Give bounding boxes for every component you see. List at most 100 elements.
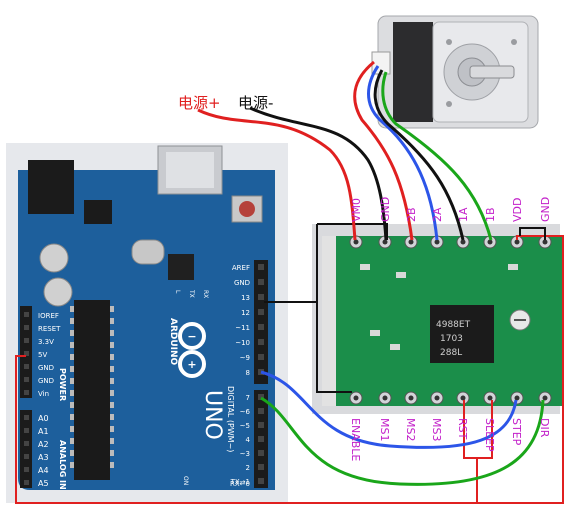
driver-top-pin-label: 2B [405,207,418,222]
arduino-uno-board: − + ARDUINO UNO DIGITAL (PWM~) POWER ANA… [6,143,288,503]
analog-pin-label: A3 [38,453,49,462]
driver-bottom-pin-label: MS1 [378,418,391,441]
wire-vdd-5v-loop [15,235,564,504]
driver-bottom-pin-label: RST [456,418,469,440]
driver-bottom-pin-label: STEP [510,418,523,446]
driver-bottom-pin-hole [434,395,440,401]
power-pin-label: 5V [38,351,47,359]
driver-top-pin-label: 2A [431,207,444,222]
digital-pin-label: TX→1 [230,478,250,486]
svg-text:+: + [187,358,196,371]
analog-pin-label: A5 [38,479,49,488]
digital-pin-label: ~5 [240,422,250,430]
driver-top-pin-hole [408,239,414,245]
digital-header-upper [254,260,268,384]
reset-button-icon [239,201,255,217]
led-label: L [174,290,181,294]
a4988-chip [430,305,494,363]
driver-top-pin-hole [353,239,359,245]
wire-motor-2a [367,65,439,241]
digital-pin-label: ~3 [240,450,250,458]
digital-pin-label: 4 [246,436,251,444]
driver-bottom-pin-hole [514,395,520,401]
analog-pin-label: A1 [38,427,49,436]
arduino-logo-text: ARDUINO [168,318,178,366]
driver-top-pin-hole [542,239,548,245]
analog-section-title: ANALOG IN [58,440,67,490]
wire-motor-1b [381,71,493,241]
power-pin-label: 3.3V [38,338,54,346]
wire-motor-1a [373,69,465,241]
analog-pin-label: A0 [38,414,49,423]
digital-pin-label: RX←0 [230,480,250,488]
digital-pin-label: ~9 [240,354,250,362]
driver-bottom-pin-label: SLEEP [483,418,496,452]
driver-bottom-pin-label: DIR [538,418,551,438]
led-label: TX [188,289,195,298]
driver-top-pin-hole [460,239,466,245]
driver-pin-headers [349,235,552,405]
digital-pin-label: 8 [246,369,250,377]
driver-top-pin-hole [434,239,440,245]
digital-pin-label: GND [234,279,250,287]
arduino-logo-icon: − + [178,322,206,378]
chip-label-2: 1703 [440,334,463,344]
arduino-model-label: UNO [200,390,225,440]
led-label: RX [202,290,209,298]
digital-pin-label: 7 [246,394,250,402]
power-positive-label: 电源+ [178,94,221,112]
driver-top-pin-hole [487,239,493,245]
digital-pin-label: 12 [241,309,250,317]
chip-label-3: 288L [440,348,462,358]
power-pin-label: GND [38,364,54,372]
driver-bottom-pin-label: MS2 [404,418,417,441]
digital-pin-label: 2 [246,464,250,472]
driver-bottom-pin-label: MS3 [430,418,443,441]
driver-bottom-pin-hole [542,395,548,401]
digital-pin-label: ~11 [235,324,250,332]
dc-jack-icon [28,160,74,214]
wire-power-negative [249,106,388,241]
a4988-driver-module: 4988ET 1703 288L [312,224,562,414]
power-pin-label: RESET [38,325,61,333]
driver-bottom-pin-hole [487,395,493,401]
digital-pin-label: 13 [241,294,250,302]
analog-pin-label: A4 [38,466,49,475]
analog-header [20,410,32,488]
power-pin-label: IOREF [38,312,59,320]
driver-bottom-pin-labels: ENABLE MS1 MS2 MS3 RST SLEEP STEP DIR [349,418,551,461]
power-pin-label: GND [38,377,54,385]
driver-bottom-pin-hole [408,395,414,401]
driver-bottom-pin-label: ENABLE [349,418,362,461]
wire-power-positive [197,108,357,241]
svg-text:−: − [187,330,196,343]
wire-driver-gnd-black [519,227,546,240]
power-negative-label: 电源- [238,94,273,112]
driver-top-pin-label: 1A [457,207,470,222]
driver-top-pin-hole [514,239,520,245]
stepper-motor [371,15,539,129]
wire-dir-signal [260,396,545,486]
on-label: ON [182,476,189,485]
power-section-title: POWER [58,368,67,401]
power-pin-labels: IOREF RESET 3.3V 5V GND GND Vin [38,312,61,398]
driver-top-pin-label: GND [539,197,552,222]
driver-top-pin-label: VDD [511,198,524,222]
digital-pin-label: ~10 [235,339,250,347]
driver-top-pin-label: 1B [484,207,497,222]
analog-pin-label: A2 [38,440,49,449]
wire-motor-2b [353,60,414,241]
wire-step-signal [260,370,518,449]
driver-top-pin-label: GND [379,197,392,222]
digital-section-title: DIGITAL (PWM~) [226,386,235,452]
power-pin-label: Vin [38,390,49,398]
atmega-chip [74,300,110,480]
digital-pin-label: AREF [232,264,250,272]
driver-bottom-pin-hole [382,395,388,401]
led-labels: L TX RX [174,289,209,298]
driver-top-pin-hole [382,239,388,245]
